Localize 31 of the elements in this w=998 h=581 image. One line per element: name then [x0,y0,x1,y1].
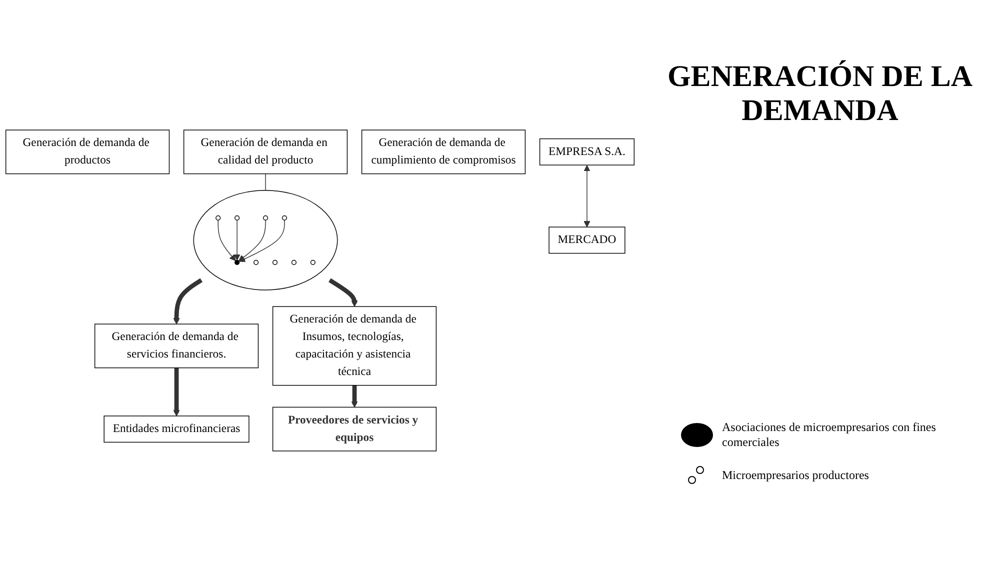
node-circle [216,215,221,220]
arrow [234,220,240,261]
node-box: Generación de demanda de cumplimiento de compromisos [361,130,526,174]
node-circle [253,260,259,265]
arrow [218,220,236,262]
arrow [238,220,285,262]
legend-text: Microempresarios productores [722,468,869,482]
node-box: MERCADO [548,226,626,254]
node-box: EMPRESA S.A. [539,138,635,166]
node-box: Entidades microfinancieras [104,416,250,443]
arrow [238,220,266,262]
node-circle [234,215,240,220]
cluster [193,190,338,290]
arrow [173,278,202,324]
node-box: Generación de demanda de productos [5,130,170,174]
node-circle [310,260,316,265]
arrow [351,384,358,408]
node-circle [291,260,297,265]
node-box: Generación de demanda de servicios financieros. [94,324,259,368]
node-box: Proveedores de servicios y equipos [272,406,437,452]
arrow [328,278,358,307]
node-box: Generación de demanda de Insumos, tecnologías, capacitación y asistencia técnica [272,306,437,386]
node-box: Generación de demanda en calidad del producto [183,130,348,174]
arrow [173,368,180,416]
arrow [584,165,590,228]
node-circle [272,260,278,265]
legend-text: Asociaciones de microempresarios con fines comerciales [722,420,937,450]
node-circle [234,260,240,265]
node-circle [262,215,268,220]
diagram-title: GENERACIÓN DE LA DEMANDA [666,60,974,128]
node-circle [282,215,288,220]
